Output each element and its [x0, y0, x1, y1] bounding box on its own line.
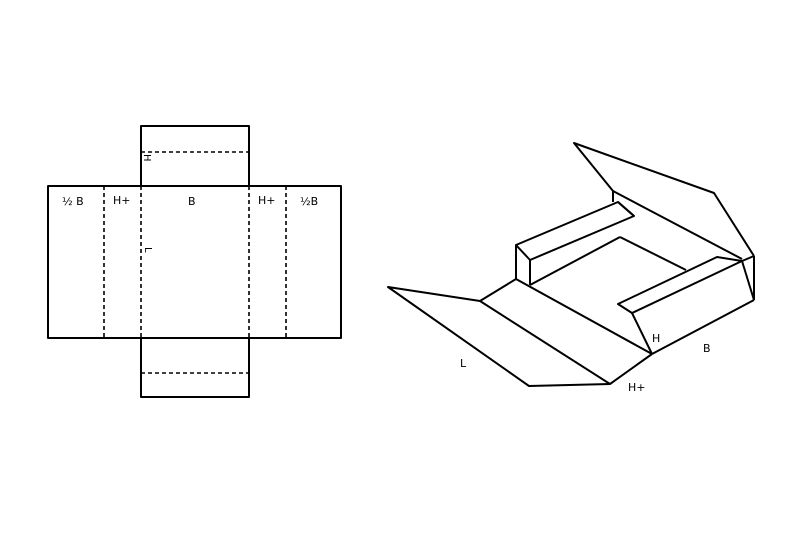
back-lid-hinge	[612, 190, 743, 260]
flat-box-net: ½ B H+ B H+ ½B H L	[47, 125, 342, 398]
folded-box-drawing: L H B H+	[387, 142, 755, 394]
label-half-b-left: ½ B	[62, 195, 84, 208]
left-lid-flap	[387, 286, 611, 387]
label-b-center: B	[188, 195, 196, 208]
base-front-edge	[515, 278, 653, 355]
label-h: H	[652, 332, 660, 345]
front-wall-bottom-edge	[651, 299, 755, 355]
label-half-b-right: ½B	[300, 195, 318, 208]
main-band	[47, 185, 342, 339]
left-flap-hinge-top	[479, 278, 517, 302]
base-back-edge	[529, 236, 621, 286]
label-h-plus-left: H+	[113, 194, 131, 207]
right-flap-corner	[741, 255, 755, 262]
front-wall-left-edge	[631, 312, 653, 355]
base-right-edge	[619, 236, 687, 271]
back-inner-flap	[515, 201, 635, 261]
right-inner-flap	[617, 256, 743, 314]
label-h-top: H	[141, 154, 152, 162]
label-h-plus-right: H+	[258, 194, 276, 207]
right-wall-outer-edge	[741, 260, 755, 301]
back-lid-flap	[573, 142, 755, 257]
back-flap-top-edge	[617, 201, 635, 217]
label-b: B	[703, 342, 711, 355]
label-l-side: L	[142, 247, 153, 253]
top-flap	[140, 125, 250, 187]
label-h-plus: H+	[628, 381, 646, 394]
label-l: L	[460, 357, 467, 370]
left-flap-hinge-bottom	[609, 353, 653, 385]
bottom-flap	[140, 337, 250, 398]
